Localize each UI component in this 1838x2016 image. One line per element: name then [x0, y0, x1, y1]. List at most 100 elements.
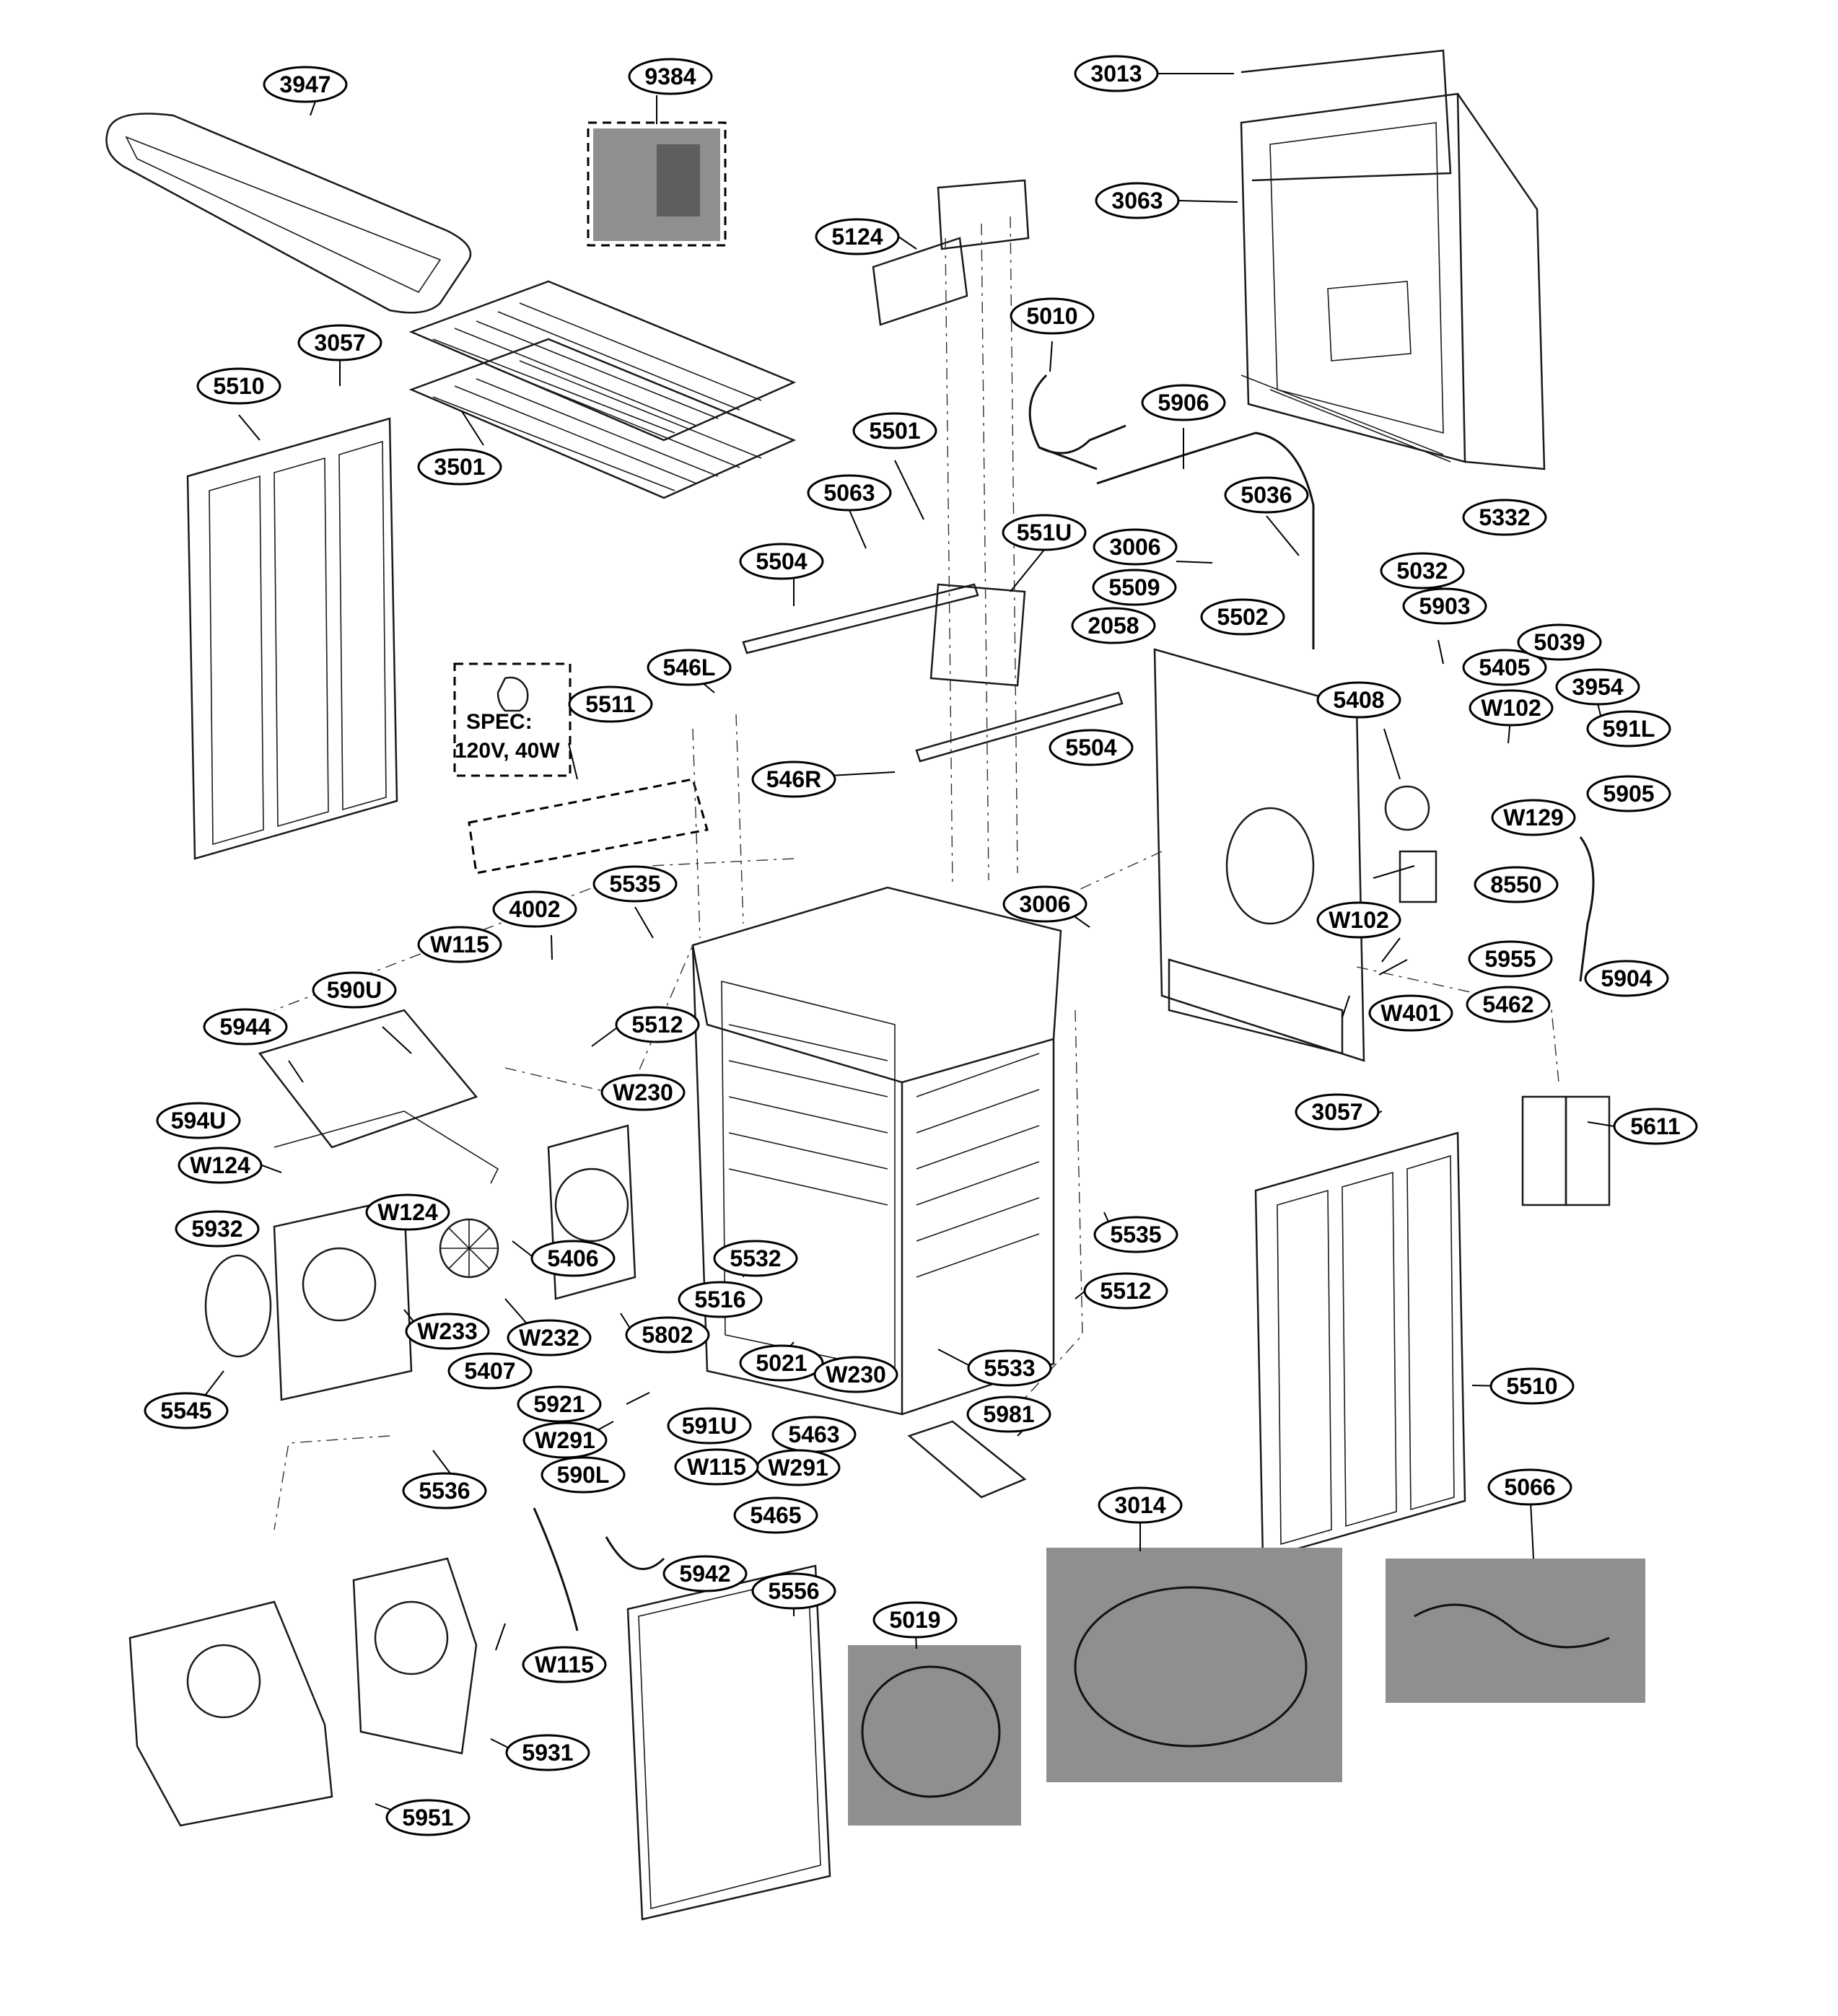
callout-text: 5611 — [1630, 1113, 1680, 1139]
callout-text: 5510 — [1506, 1373, 1557, 1399]
callout: 2058 — [1071, 607, 1156, 644]
callout-text: W232 — [519, 1325, 579, 1351]
callout: 5981 — [966, 1395, 1051, 1433]
callout-text: W124 — [377, 1199, 438, 1225]
callout: 5921 — [517, 1385, 602, 1423]
callout-text: W230 — [826, 1362, 886, 1388]
callout-text: 5512 — [1100, 1278, 1151, 1304]
callout: 5066 — [1487, 1468, 1572, 1506]
oven-racks-3501 — [408, 280, 797, 499]
callout: 5021 — [739, 1344, 824, 1382]
bracket-551U — [929, 583, 1026, 687]
callout: W401 — [1368, 994, 1453, 1032]
broil-plate-5944 — [258, 1009, 499, 1184]
callout: 5802 — [625, 1316, 710, 1354]
callout-text: 5124 — [831, 224, 883, 250]
callout: 5406 — [530, 1240, 616, 1277]
callout: W129 — [1491, 799, 1576, 836]
callout-text: 3947 — [279, 71, 331, 97]
callout: 5504 — [739, 543, 824, 580]
callout-text: W115 — [430, 932, 489, 957]
callout-text: 5942 — [679, 1561, 730, 1587]
callout-text: 5951 — [402, 1805, 453, 1831]
callout-text: W129 — [1503, 805, 1564, 830]
callout-text: 5955 — [1484, 946, 1536, 972]
callout-text: 8550 — [1490, 872, 1541, 898]
callout: 5511 — [568, 685, 653, 723]
spec-title: SPEC: — [466, 710, 533, 734]
callout: 590L — [541, 1456, 626, 1494]
callout-text: 5463 — [788, 1421, 839, 1447]
tube-5942 — [533, 1507, 665, 1631]
callout-text: 5405 — [1479, 654, 1530, 680]
callout-text: 3006 — [1019, 891, 1070, 917]
callout-text: 3006 — [1109, 534, 1160, 560]
callout-text: 594U — [171, 1108, 227, 1134]
side-panel-right-5510 — [1254, 1131, 1466, 1560]
callout-text: 5533 — [984, 1355, 1035, 1381]
callout-text: 5407 — [464, 1358, 515, 1384]
callout: W115 — [417, 926, 502, 963]
callout: W124 — [365, 1193, 450, 1231]
callout: 3063 — [1095, 182, 1180, 219]
callout-text: 591U — [682, 1413, 738, 1439]
callout: 5536 — [402, 1472, 487, 1509]
callout-text: 5465 — [750, 1502, 801, 1528]
callout-text: 5502 — [1217, 604, 1268, 630]
callout-text: 9384 — [644, 63, 696, 89]
oven-cavity — [691, 886, 1062, 1416]
side-panel-left-5510 — [186, 417, 398, 860]
callout: 5063 — [807, 474, 892, 512]
callout: W291 — [522, 1421, 608, 1459]
callout: 551U — [1002, 514, 1087, 551]
callout-text: 5556 — [768, 1578, 819, 1604]
back-panel-3063 — [1240, 49, 1546, 470]
callout-text: 5512 — [631, 1012, 683, 1038]
construction-lines — [273, 216, 1559, 1530]
callout-text: 3014 — [1114, 1492, 1165, 1518]
cooling-fan-5124 — [872, 179, 1030, 326]
callout-text: 5063 — [823, 480, 875, 506]
callout: 5931 — [505, 1734, 590, 1771]
callout-text: 3501 — [434, 454, 485, 480]
callout: 5407 — [447, 1352, 533, 1390]
callout: 5942 — [662, 1555, 748, 1592]
spec-value: 120V, 40W — [455, 739, 560, 763]
callout-text: 5802 — [642, 1322, 693, 1348]
callout: 5903 — [1402, 587, 1487, 625]
callout-text: W124 — [190, 1152, 250, 1178]
callout-text: 5010 — [1026, 303, 1077, 329]
callout: 3013 — [1074, 55, 1159, 92]
callout-text: 3063 — [1111, 188, 1163, 214]
callout-text: 5504 — [1065, 735, 1116, 761]
callout: 5512 — [615, 1006, 700, 1043]
callout: 546R — [751, 761, 836, 798]
rear-cover-5951 — [128, 1600, 333, 1827]
callout: 5904 — [1584, 960, 1669, 997]
callout-text: W233 — [417, 1318, 478, 1344]
callout: 546L — [647, 649, 732, 686]
callout-text: 5931 — [522, 1740, 573, 1766]
control-panel-assembly — [1153, 648, 1611, 1206]
callout: 5535 — [592, 865, 678, 903]
callout: 5039 — [1517, 623, 1602, 661]
callout: W115 — [674, 1448, 759, 1486]
callout-text: W102 — [1481, 695, 1541, 721]
callout: 4002 — [492, 890, 577, 928]
callout: W230 — [813, 1356, 898, 1393]
callout-text: 5904 — [1601, 965, 1652, 991]
wire-photo-5019 — [848, 1645, 1021, 1826]
callout-text: 3057 — [1311, 1099, 1362, 1125]
callout-text: 5332 — [1479, 504, 1530, 530]
callout: 5504 — [1049, 729, 1134, 766]
callout: 9384 — [628, 58, 713, 95]
callout-text: 3057 — [314, 330, 365, 356]
callout: 3014 — [1098, 1486, 1183, 1524]
callout-text: W102 — [1329, 907, 1389, 933]
callout: 5545 — [144, 1392, 229, 1429]
callout-text: 5535 — [1110, 1222, 1161, 1248]
callout-text: 2058 — [1088, 613, 1139, 639]
callout: 5408 — [1316, 681, 1401, 719]
callout-text: 5905 — [1603, 781, 1654, 807]
